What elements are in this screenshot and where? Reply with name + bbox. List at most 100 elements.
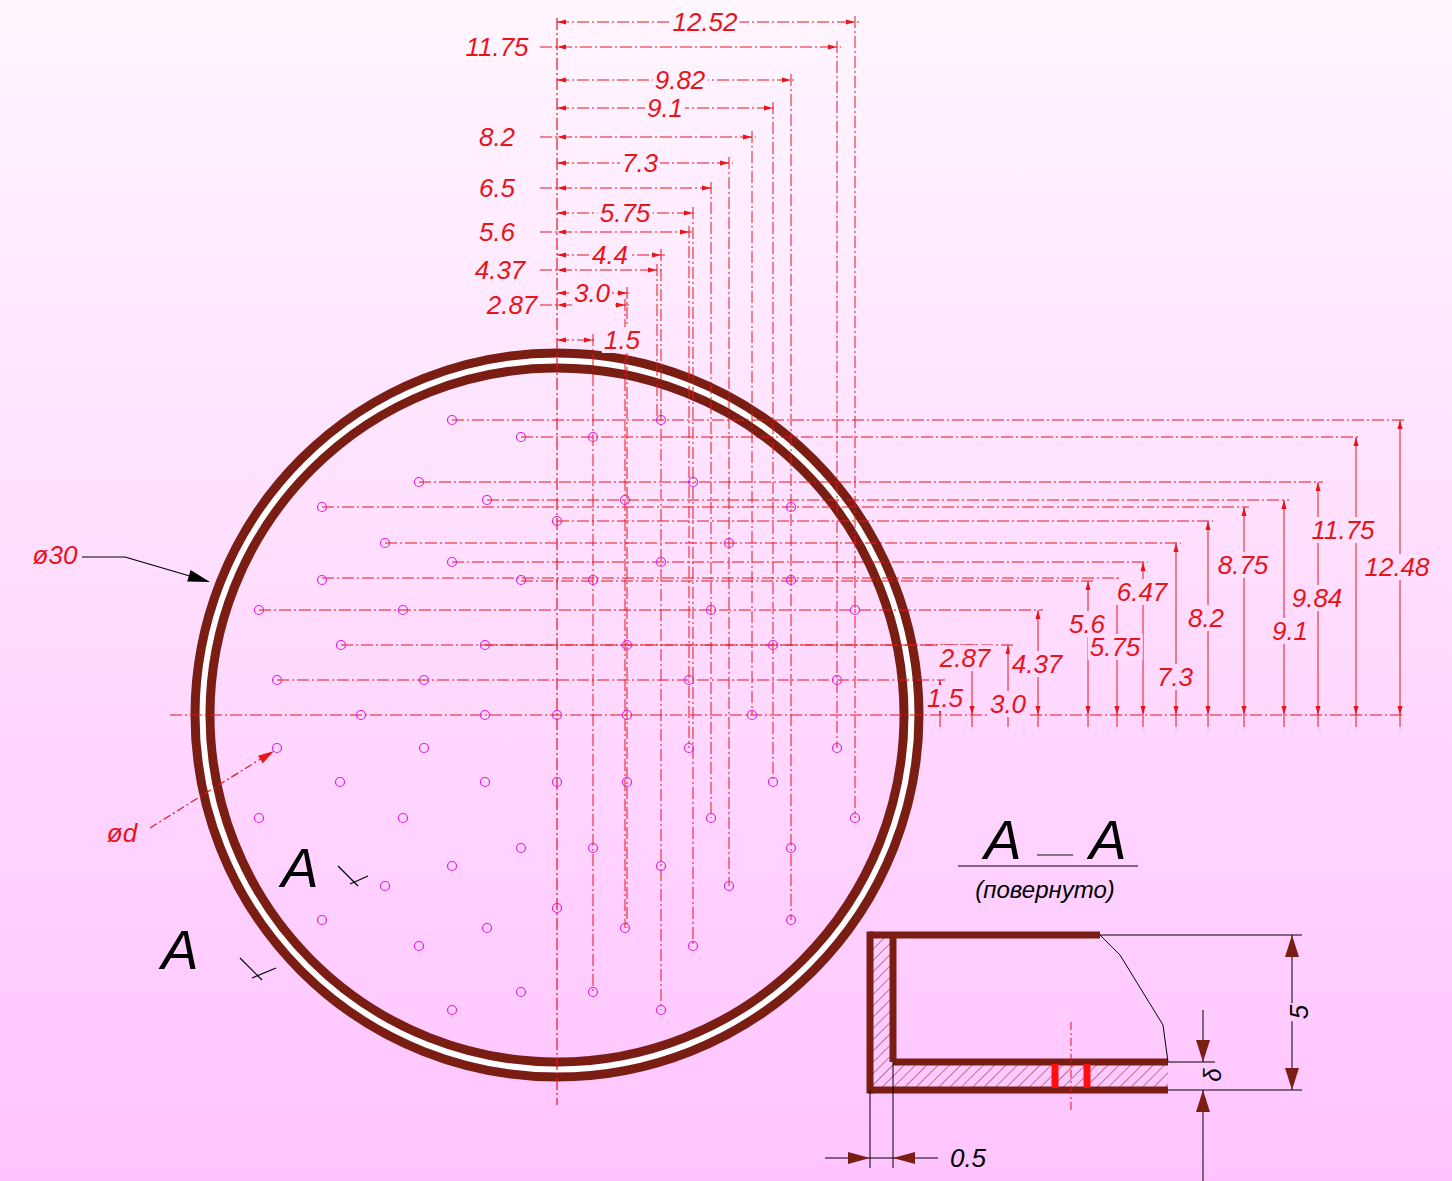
hole — [481, 711, 490, 720]
dimension-value: δ — [1201, 1066, 1225, 1083]
hole-section — [1052, 1064, 1059, 1088]
hole — [657, 558, 666, 567]
dimension-value: 4.37 — [473, 257, 528, 283]
arrowhead — [1354, 706, 1359, 715]
arrowhead — [1398, 420, 1403, 429]
hole — [337, 641, 346, 650]
extension-line — [657, 264, 658, 420]
section-mark — [338, 866, 358, 886]
arrowhead — [557, 268, 566, 273]
hole — [448, 416, 457, 425]
section-title: A — [1087, 812, 1128, 868]
hole — [657, 416, 666, 425]
arrowhead — [1206, 706, 1211, 715]
section-title: A — [982, 812, 1023, 868]
section-wall — [867, 932, 874, 1094]
hole — [623, 711, 632, 720]
hole — [318, 576, 327, 585]
hole — [318, 503, 327, 512]
hole — [689, 942, 698, 951]
hole — [517, 576, 526, 585]
dimension-value: 8.2 — [477, 124, 517, 150]
section-wall — [870, 932, 1100, 939]
dimension-value: 3.0 — [572, 280, 612, 306]
hole — [448, 1006, 457, 1015]
hole — [623, 778, 632, 787]
hole — [787, 503, 796, 512]
leader-line — [125, 557, 200, 579]
arrowhead — [680, 230, 689, 235]
arrowhead — [828, 45, 837, 50]
arrowhead — [1285, 1068, 1299, 1090]
extension-line — [452, 562, 1148, 563]
arrowhead — [557, 338, 566, 343]
hole — [707, 606, 716, 615]
arrowhead — [557, 186, 566, 191]
arrowhead — [1036, 610, 1041, 619]
hole — [318, 916, 327, 925]
dimension-value: 5.6 — [477, 219, 517, 245]
arrowhead — [1316, 482, 1321, 491]
dimension-value: 5.75 — [598, 200, 653, 226]
dimension-value: 9.82 — [653, 67, 708, 93]
extension-line — [521, 581, 1093, 582]
arrowhead — [557, 303, 566, 308]
dimension-value: 11.75 — [1309, 517, 1376, 543]
extension-line — [322, 578, 1122, 579]
section-hatch — [893, 1062, 1168, 1090]
hole — [621, 496, 630, 505]
hole — [483, 924, 492, 933]
dimension-value: 5 — [1286, 1003, 1312, 1021]
dimension-value: 9.1 — [645, 95, 685, 121]
arrowhead — [846, 20, 855, 25]
hole — [399, 606, 408, 615]
hole — [787, 916, 796, 925]
extension-line — [385, 543, 1181, 544]
dimension-line — [540, 47, 841, 48]
dimension-value: 7.3 — [620, 150, 660, 176]
dimension-value: 11.75 — [463, 34, 530, 60]
hole — [399, 814, 408, 823]
dimension-value: 2.87 — [485, 292, 540, 318]
hole — [725, 539, 734, 548]
dimension-value: 8.2 — [1186, 605, 1226, 631]
arrowhead — [557, 161, 566, 166]
dimension-line — [1244, 507, 1245, 727]
hole — [685, 676, 694, 685]
arrowhead — [893, 1152, 915, 1164]
hole — [621, 924, 630, 933]
arrowhead — [1285, 935, 1299, 957]
break-line — [1100, 935, 1168, 1062]
extension-line — [1168, 1090, 1302, 1091]
extension-line — [1168, 1062, 1215, 1063]
hole — [769, 641, 778, 650]
arrowhead — [1206, 521, 1211, 530]
hole — [769, 778, 778, 787]
hole — [481, 641, 490, 650]
extension-line — [893, 1062, 894, 1168]
hole — [448, 862, 457, 871]
extension-line — [791, 74, 792, 920]
arrowhead — [1242, 507, 1247, 516]
arrowhead — [1115, 706, 1120, 715]
hole — [517, 433, 526, 442]
arrowhead — [1174, 706, 1179, 715]
extension-line — [322, 507, 1249, 508]
arrowhead — [702, 186, 711, 191]
diameter-label: ød — [105, 820, 139, 846]
hole — [589, 844, 598, 853]
arrowhead — [557, 253, 566, 258]
extension-line — [752, 131, 753, 715]
section-mark — [252, 968, 276, 978]
arrowhead — [557, 291, 566, 296]
arrowhead — [1282, 500, 1287, 509]
hole — [483, 496, 492, 505]
leader-line — [150, 758, 262, 828]
section-mark — [240, 958, 262, 980]
dimension-line — [1284, 500, 1285, 727]
dimension-line — [540, 188, 715, 189]
title-dash — [1037, 854, 1073, 856]
arrowhead — [557, 106, 566, 111]
dimension-value: 1.5 — [602, 327, 642, 353]
